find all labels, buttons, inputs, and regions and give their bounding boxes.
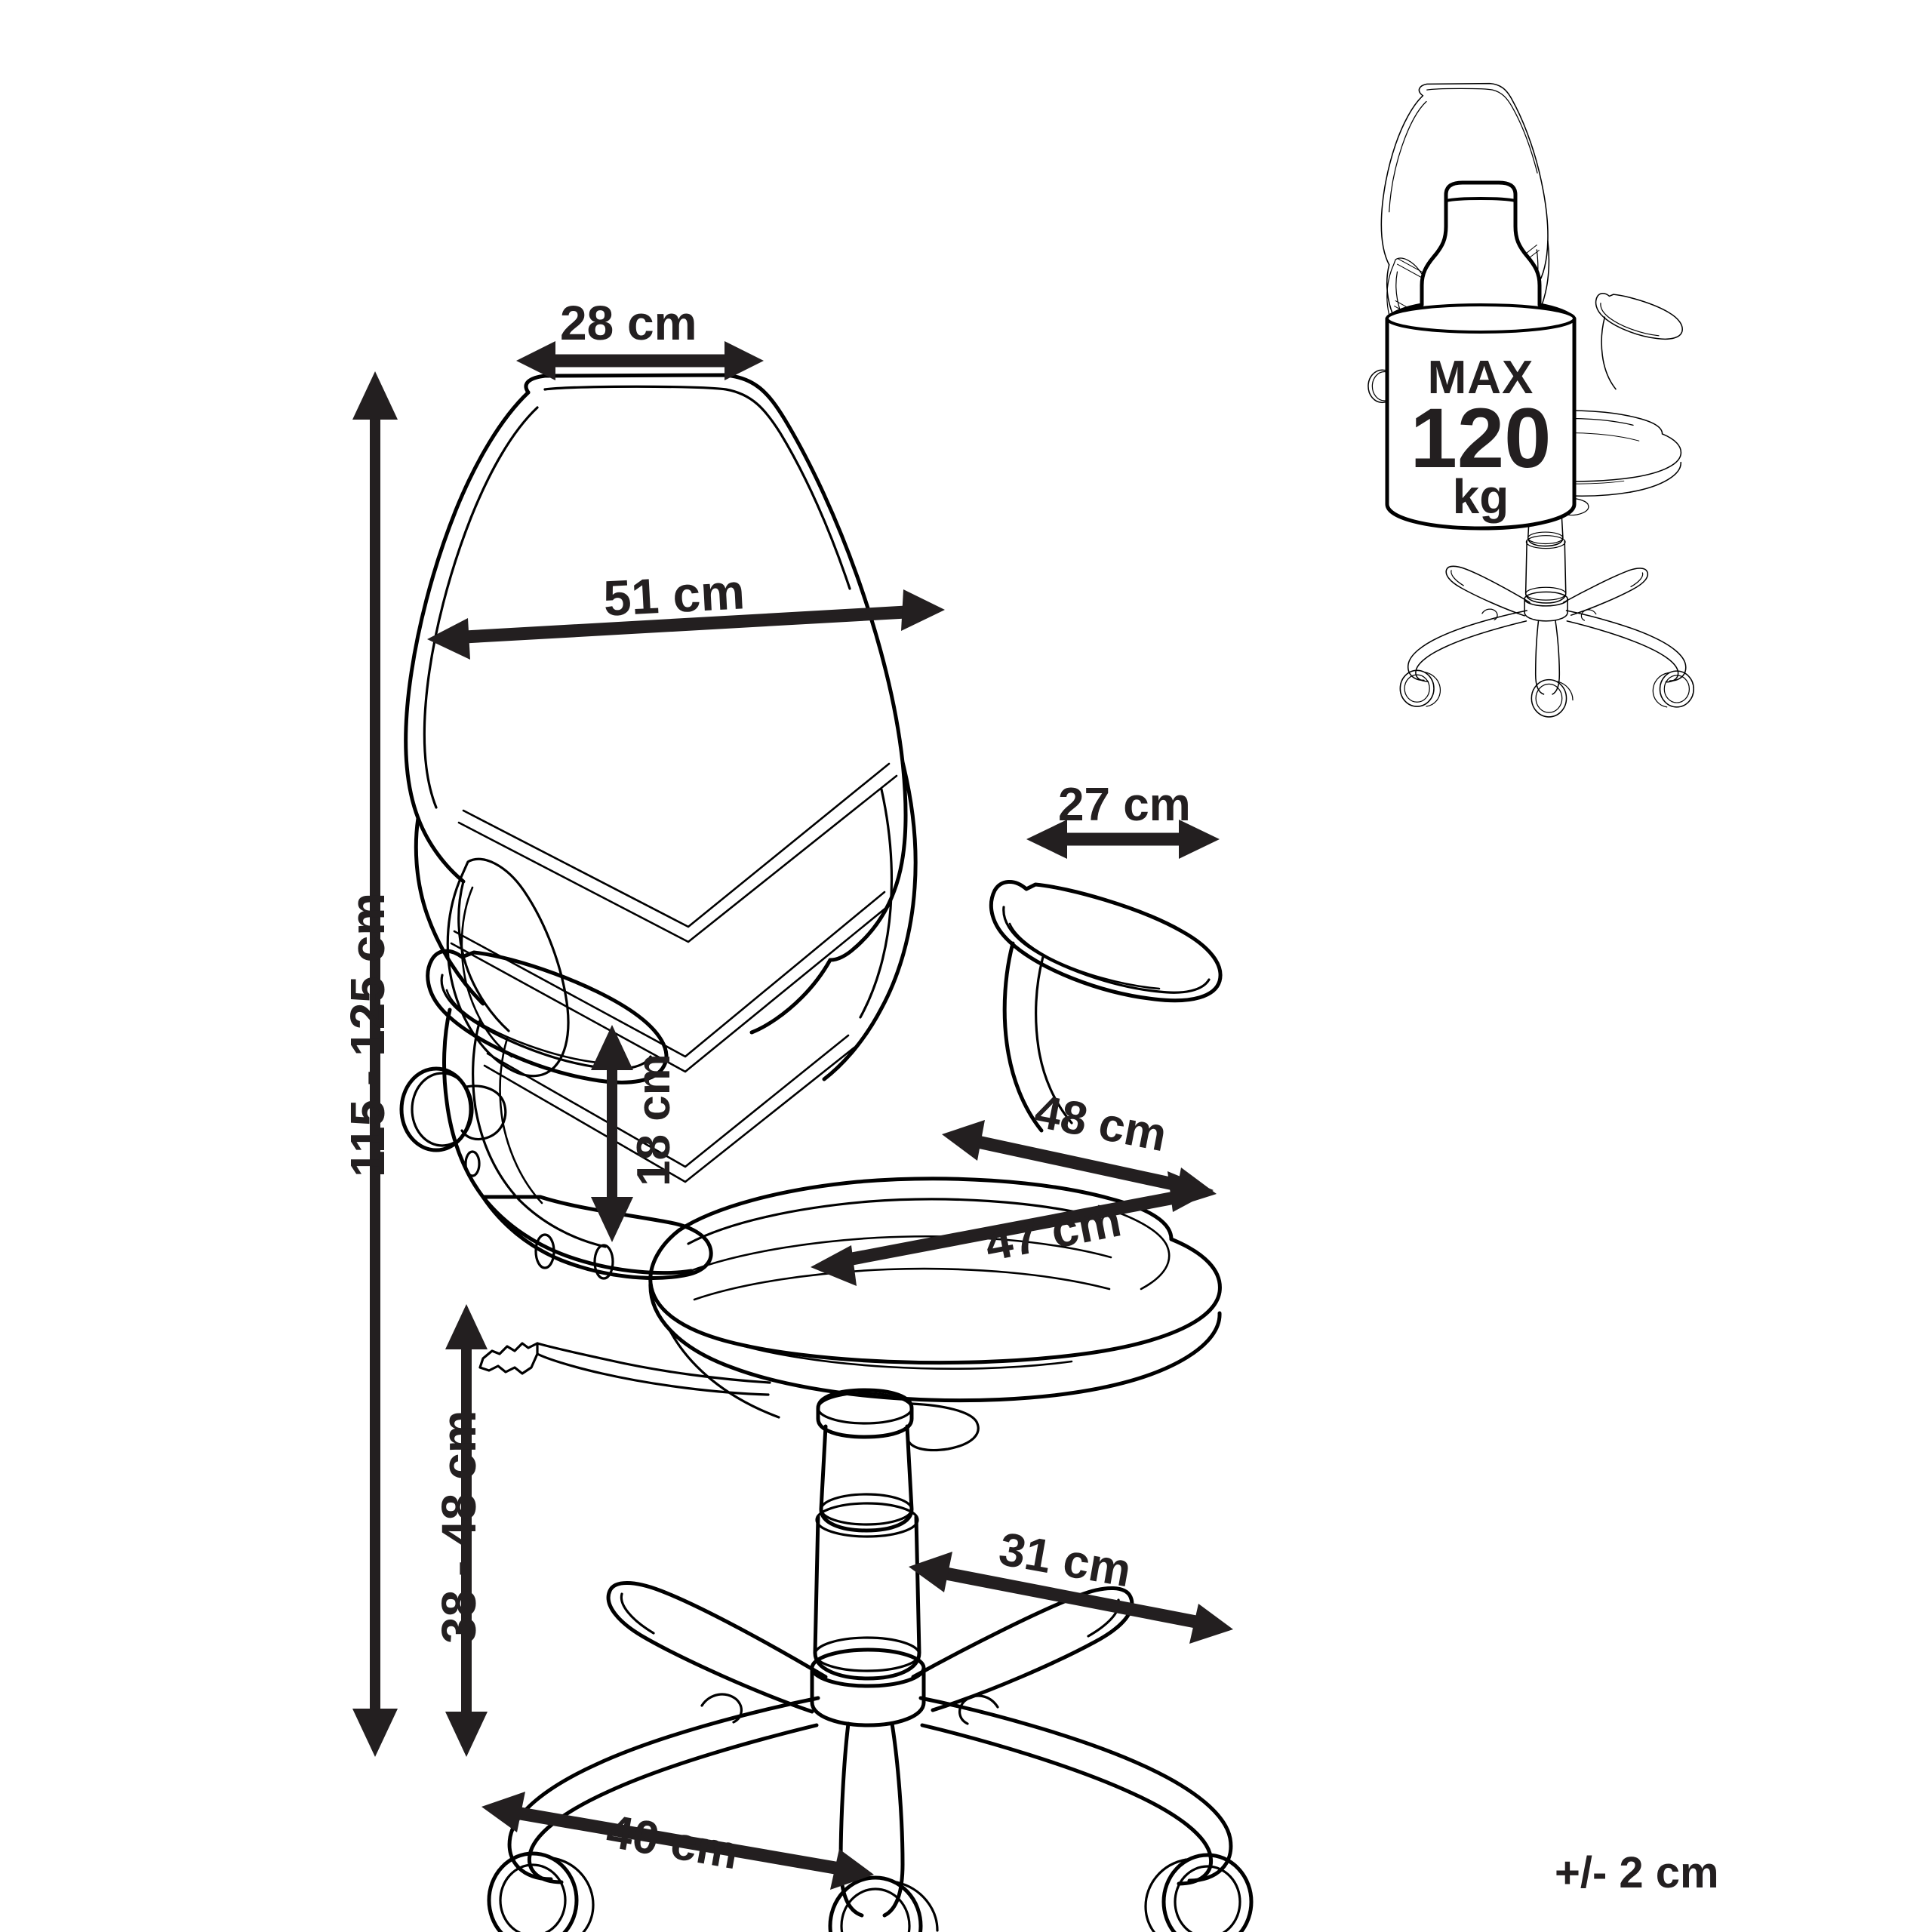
weight-unit: kg <box>1452 469 1509 524</box>
dim-label-18cm: 18 cm <box>628 1054 680 1186</box>
tolerance-note: +/- 2 cm <box>1555 1848 1719 1897</box>
dim-label-51cm: 51 cm <box>601 563 746 626</box>
dim-arrow-31cm <box>909 1552 1233 1644</box>
dim-arrow-27cm <box>1026 820 1220 859</box>
caster-left <box>487 1851 595 1932</box>
dim-arrow-28cm <box>516 341 764 380</box>
chair-backrest <box>404 373 918 1183</box>
chair-tilt-lever <box>478 1342 771 1396</box>
dim-arrow-height <box>352 371 398 1757</box>
caster-front <box>828 1875 939 1932</box>
weight-bottle-icon <box>1385 180 1577 531</box>
weight-value: 120 <box>1410 391 1552 485</box>
dim-arrow-seat-height <box>445 1304 488 1757</box>
caster-right <box>1144 1853 1254 1932</box>
dim-label-28cm: 28 cm <box>560 296 697 350</box>
dim-arrow-18cm <box>591 1025 633 1242</box>
dim-label-seat-height: 38 - 48 cm <box>432 1410 486 1644</box>
dim-arrow-51cm <box>427 589 945 660</box>
chair-armrest-right <box>989 880 1223 1133</box>
chair-gas-lift <box>813 1388 980 1681</box>
dim-label-overall-height: 115 - 125 cm <box>340 892 395 1177</box>
weight-max-word: MAX <box>1427 352 1534 404</box>
chair-seat <box>648 1177 1222 1419</box>
chair-base <box>487 1581 1254 1932</box>
dim-label-27cm: 27 cm <box>1058 779 1191 831</box>
dim-arrow-47cm <box>811 1171 1214 1286</box>
dim-arrow-40cm <box>481 1792 874 1890</box>
